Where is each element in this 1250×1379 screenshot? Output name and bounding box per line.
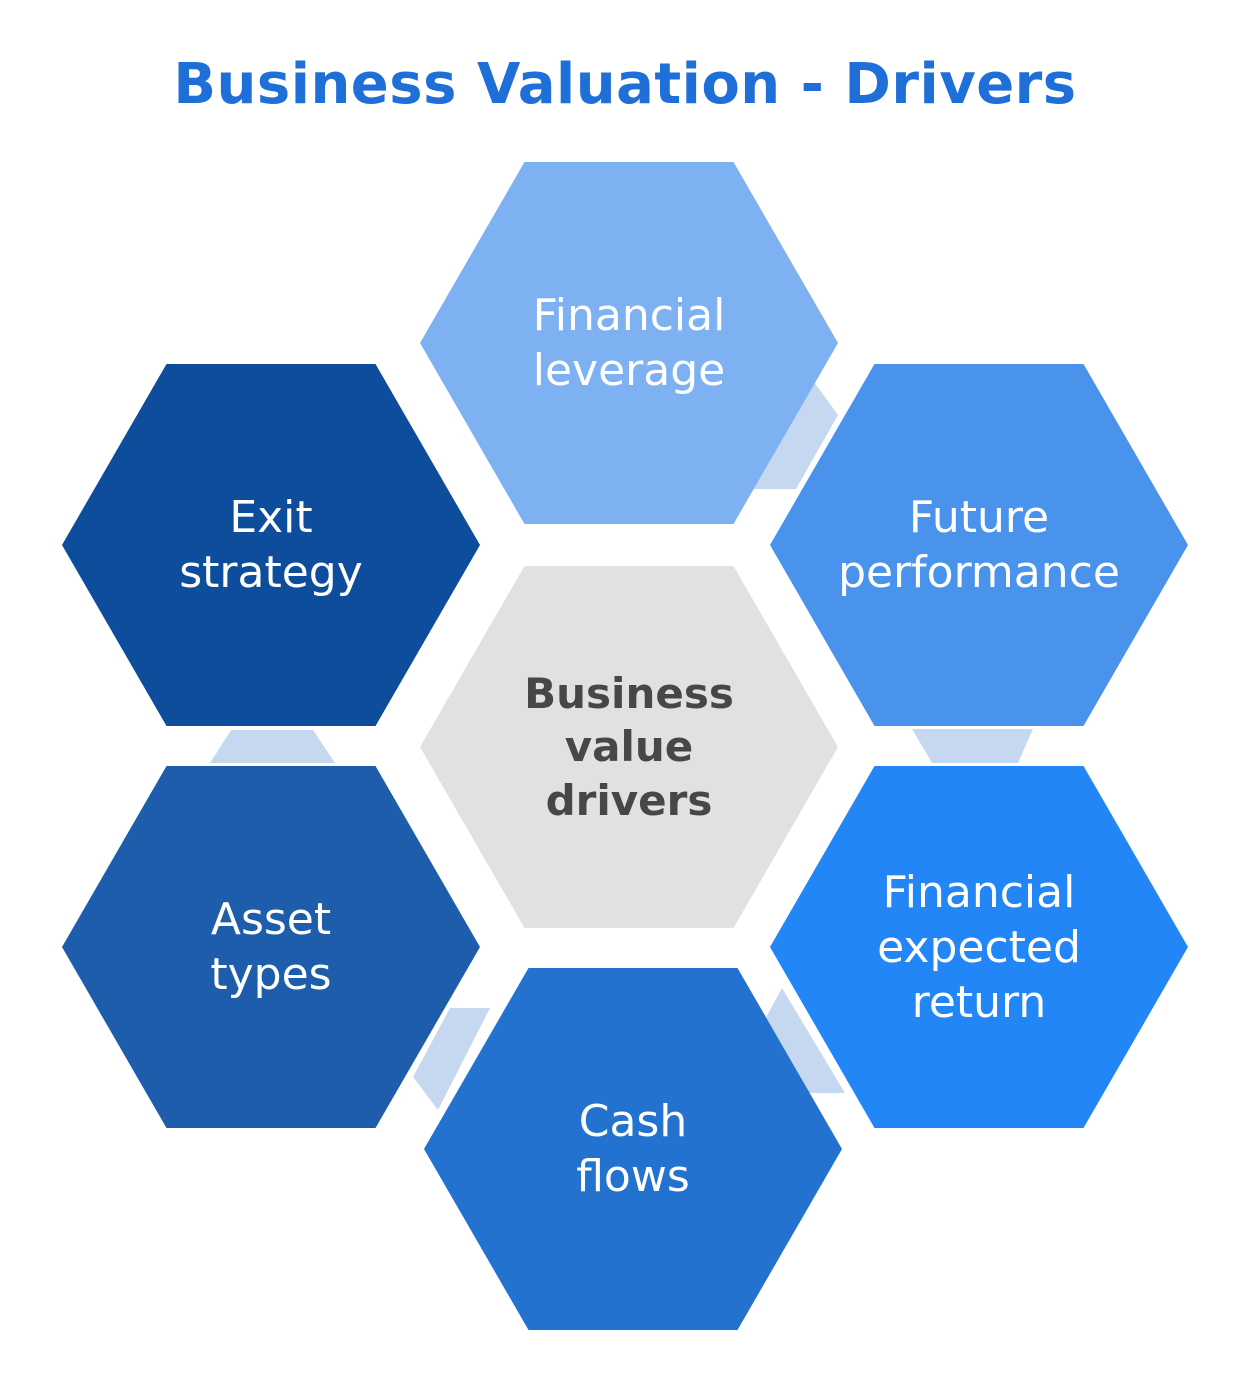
connector-asset-cashflows bbox=[413, 1008, 490, 1110]
connector-exit-asset bbox=[210, 730, 335, 763]
hexagon-label: Asset types bbox=[210, 894, 332, 1000]
connector-performance-expected-return bbox=[912, 729, 1033, 763]
hexagon-label: Business value drivers bbox=[524, 669, 734, 825]
hexagon-label: Financial leverage bbox=[532, 290, 726, 396]
hexagon-cash-flows: Cash flows bbox=[424, 968, 842, 1330]
hexagon-label: Exit strategy bbox=[179, 492, 363, 598]
connector-expectedreturn-cashflows bbox=[763, 988, 845, 1093]
hexagon-label: Financial expected return bbox=[877, 866, 1081, 1028]
hexagon-label: Cash flows bbox=[576, 1096, 690, 1202]
connector-leverage-performance bbox=[752, 382, 838, 489]
hexagon-label: Future performance bbox=[838, 492, 1120, 598]
page-title: Business Valuation - Drivers bbox=[173, 52, 1077, 117]
